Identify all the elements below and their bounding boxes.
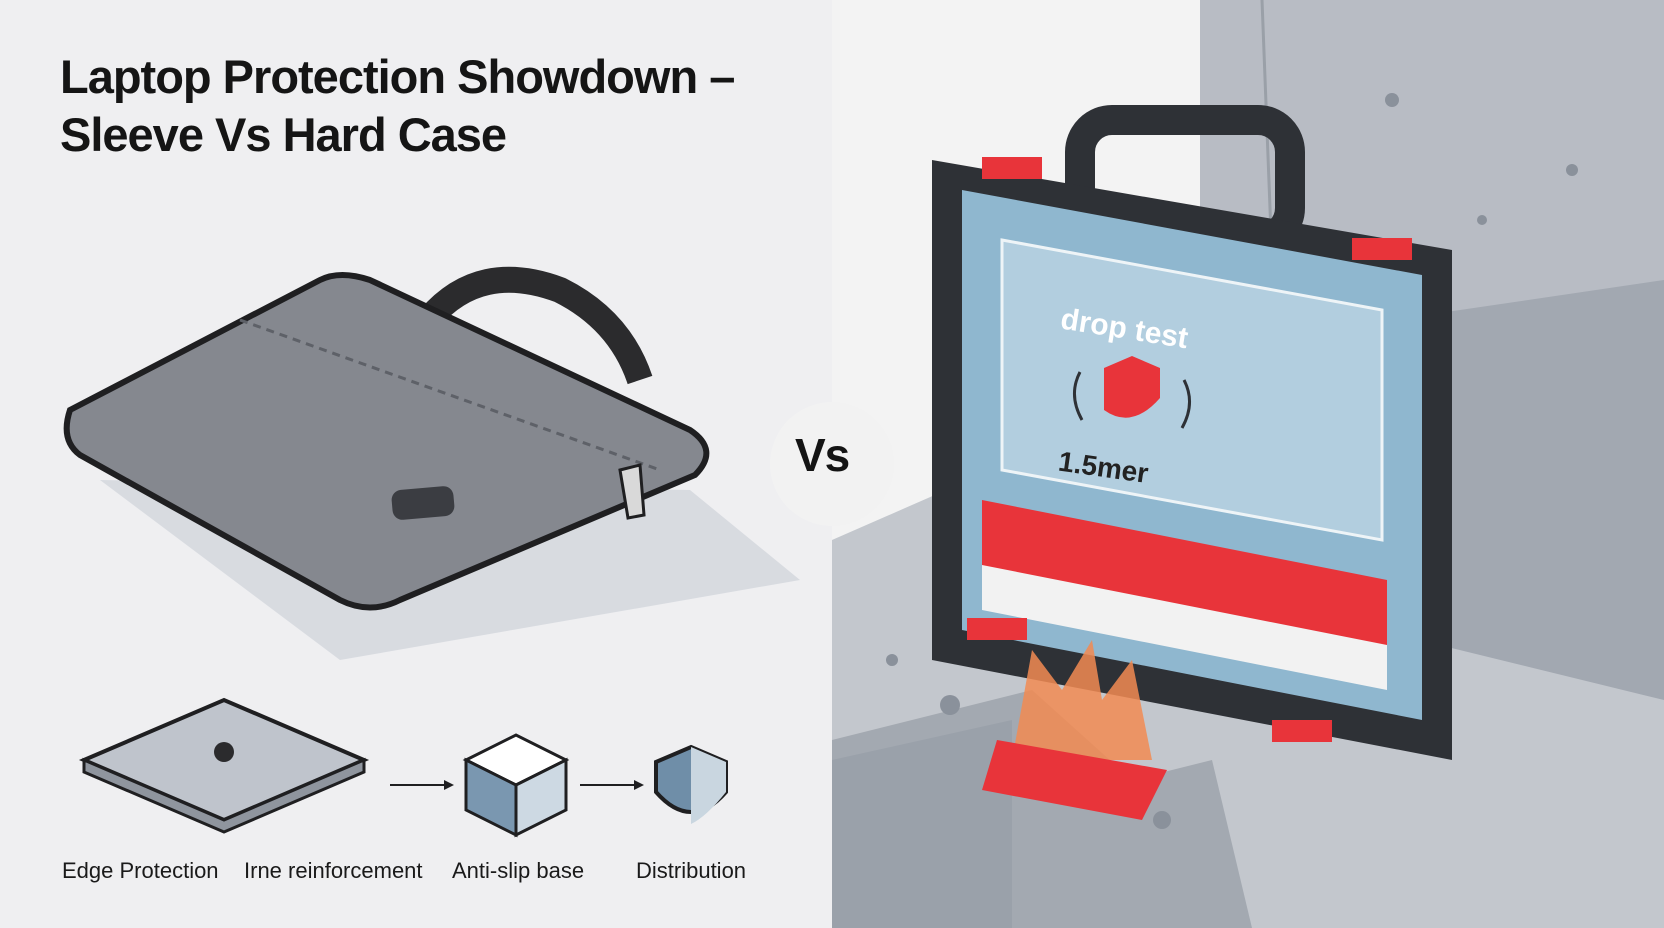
vs-label: Vs: [795, 429, 850, 481]
sleeve-illustration: [63, 266, 800, 660]
feature-label-distribution: Distribution: [636, 858, 747, 883]
zipper-pull-icon: [618, 463, 646, 520]
shield-icon: [1104, 356, 1160, 418]
shield-distribution-icon: [654, 744, 728, 824]
sleeve-body: [63, 272, 710, 611]
feature-label-edge-protection: Edge Protection: [62, 858, 219, 883]
sleeve-handle: [420, 266, 653, 385]
foam-insert: [982, 500, 1387, 660]
connector-arrows: [390, 780, 644, 790]
impact-burst: [1012, 640, 1152, 760]
vs-badge: [770, 402, 894, 526]
case-inner-window: [1000, 238, 1384, 542]
page-title-line-1: Laptop Protection Showdown –: [60, 50, 735, 103]
feature-label-anti-slip-base: Anti-slip base: [452, 858, 585, 883]
corner-latch-top-right: [1352, 238, 1412, 260]
reinforcement-icon: [462, 733, 570, 838]
wall-shadow: [1392, 280, 1664, 760]
corner-latch-top-left: [982, 157, 1042, 179]
hard-case: drop test 1.5mer: [932, 105, 1452, 760]
page-title-line-2: Sleeve Vs Hard Case: [60, 108, 507, 161]
sleeve-tag: [391, 486, 455, 520]
corner-latch-bottom-left: [967, 618, 1027, 640]
feature-label-reinforcement: Irne reinforcement: [244, 858, 423, 883]
foam-base: [982, 565, 1387, 690]
hard-case-scene: drop test 1.5mer: [832, 0, 1664, 928]
corner-latch-bottom-right: [1272, 720, 1332, 742]
sleeve-seam: [239, 318, 661, 472]
laptop-icon: [78, 697, 370, 834]
impact-plate: [982, 740, 1167, 820]
page-title: Laptop Protection Showdown – Sleeve Vs H…: [60, 48, 735, 164]
